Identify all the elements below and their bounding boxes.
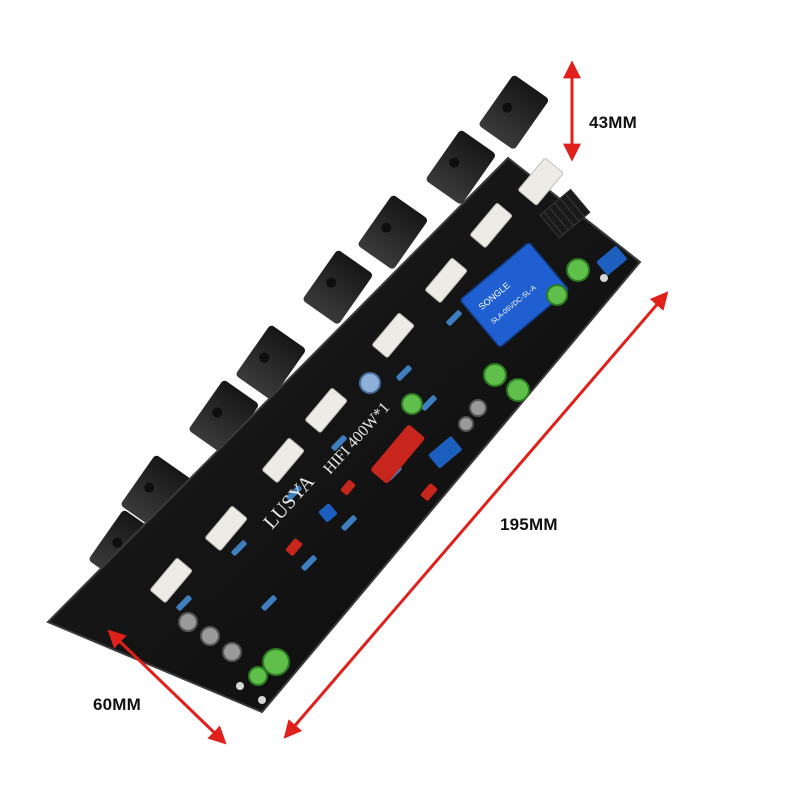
dimension-arrows: [107, 60, 669, 745]
small-heatsink: [539, 188, 591, 239]
length-dimension-label: 195MM: [500, 515, 558, 534]
width-dimension-label: 60MM: [93, 695, 142, 714]
width-arrow: [107, 629, 227, 745]
length-arrow: [283, 291, 669, 739]
pcb-board: [46, 156, 642, 714]
height-dimension-label: 43MM: [589, 113, 638, 132]
